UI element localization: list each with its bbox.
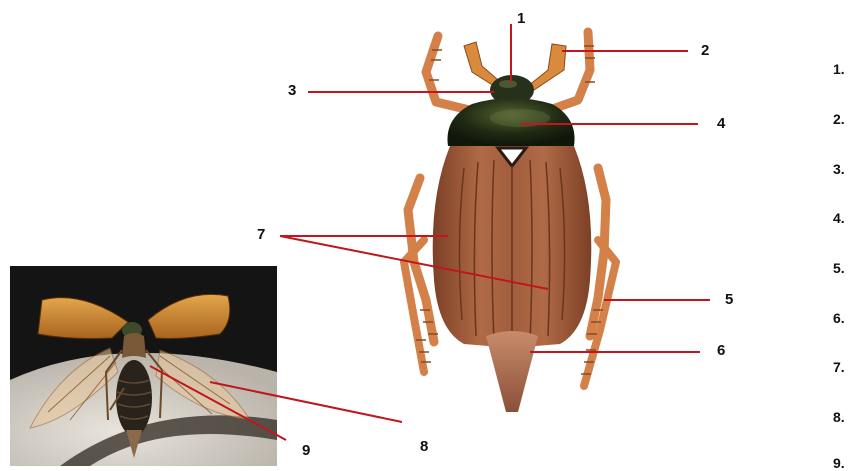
- answer-item-4: 4.: [833, 211, 845, 225]
- flying-beetle-photo: [10, 266, 277, 466]
- beetle-illustration: [404, 32, 616, 412]
- callout-8: 8: [420, 439, 428, 454]
- pygidium: [486, 331, 538, 412]
- answer-item-5: 5.: [833, 261, 845, 275]
- answer-item-8: 8.: [833, 410, 845, 424]
- callout-9: 9: [302, 443, 310, 458]
- callout-2: 2: [701, 43, 709, 58]
- callout-1: 1: [517, 11, 525, 26]
- callout-4: 4: [717, 116, 725, 131]
- right-antenna: [528, 44, 566, 90]
- answer-item-7: 7.: [833, 360, 845, 374]
- answer-item-9: 9.: [833, 456, 845, 470]
- callout-3: 3: [288, 83, 296, 98]
- left-antenna: [464, 42, 498, 86]
- callout-6: 6: [717, 343, 725, 358]
- answer-item-2: 2.: [833, 112, 845, 126]
- answer-item-6: 6.: [833, 311, 845, 325]
- callout-5: 5: [725, 292, 733, 307]
- answer-item-1: 1.: [833, 62, 845, 76]
- answer-item-3: 3.: [833, 162, 845, 176]
- callout-7: 7: [257, 227, 265, 242]
